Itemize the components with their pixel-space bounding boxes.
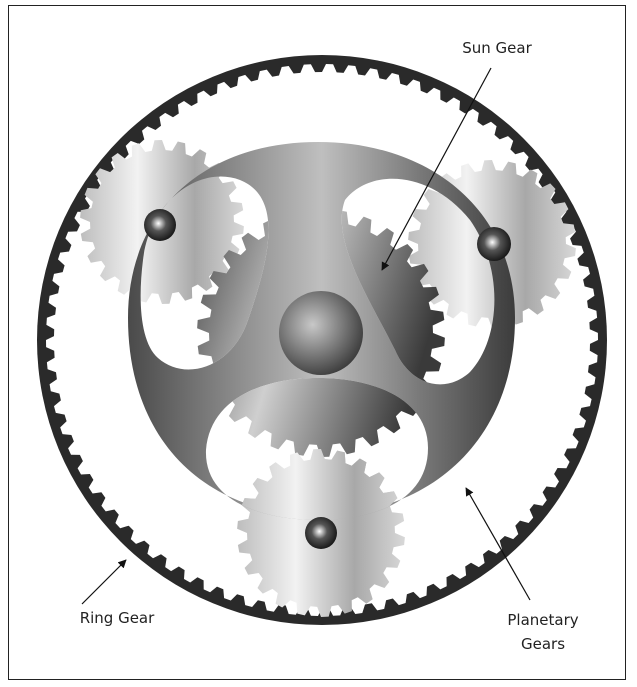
sun-gear-label: Sun Gear <box>452 38 542 59</box>
planetary-gears-label-line2: Gears <box>493 634 593 655</box>
planet-axle-pin <box>305 517 337 549</box>
planet-axle-pin <box>477 227 511 261</box>
ring-gear-label: Ring Gear <box>62 608 172 629</box>
sun-gear-hub <box>279 291 363 375</box>
planetary-gears-label-line1: Planetary <box>493 610 593 631</box>
ring-gear-arrow <box>82 560 126 604</box>
planet-axle-pin <box>144 209 176 241</box>
